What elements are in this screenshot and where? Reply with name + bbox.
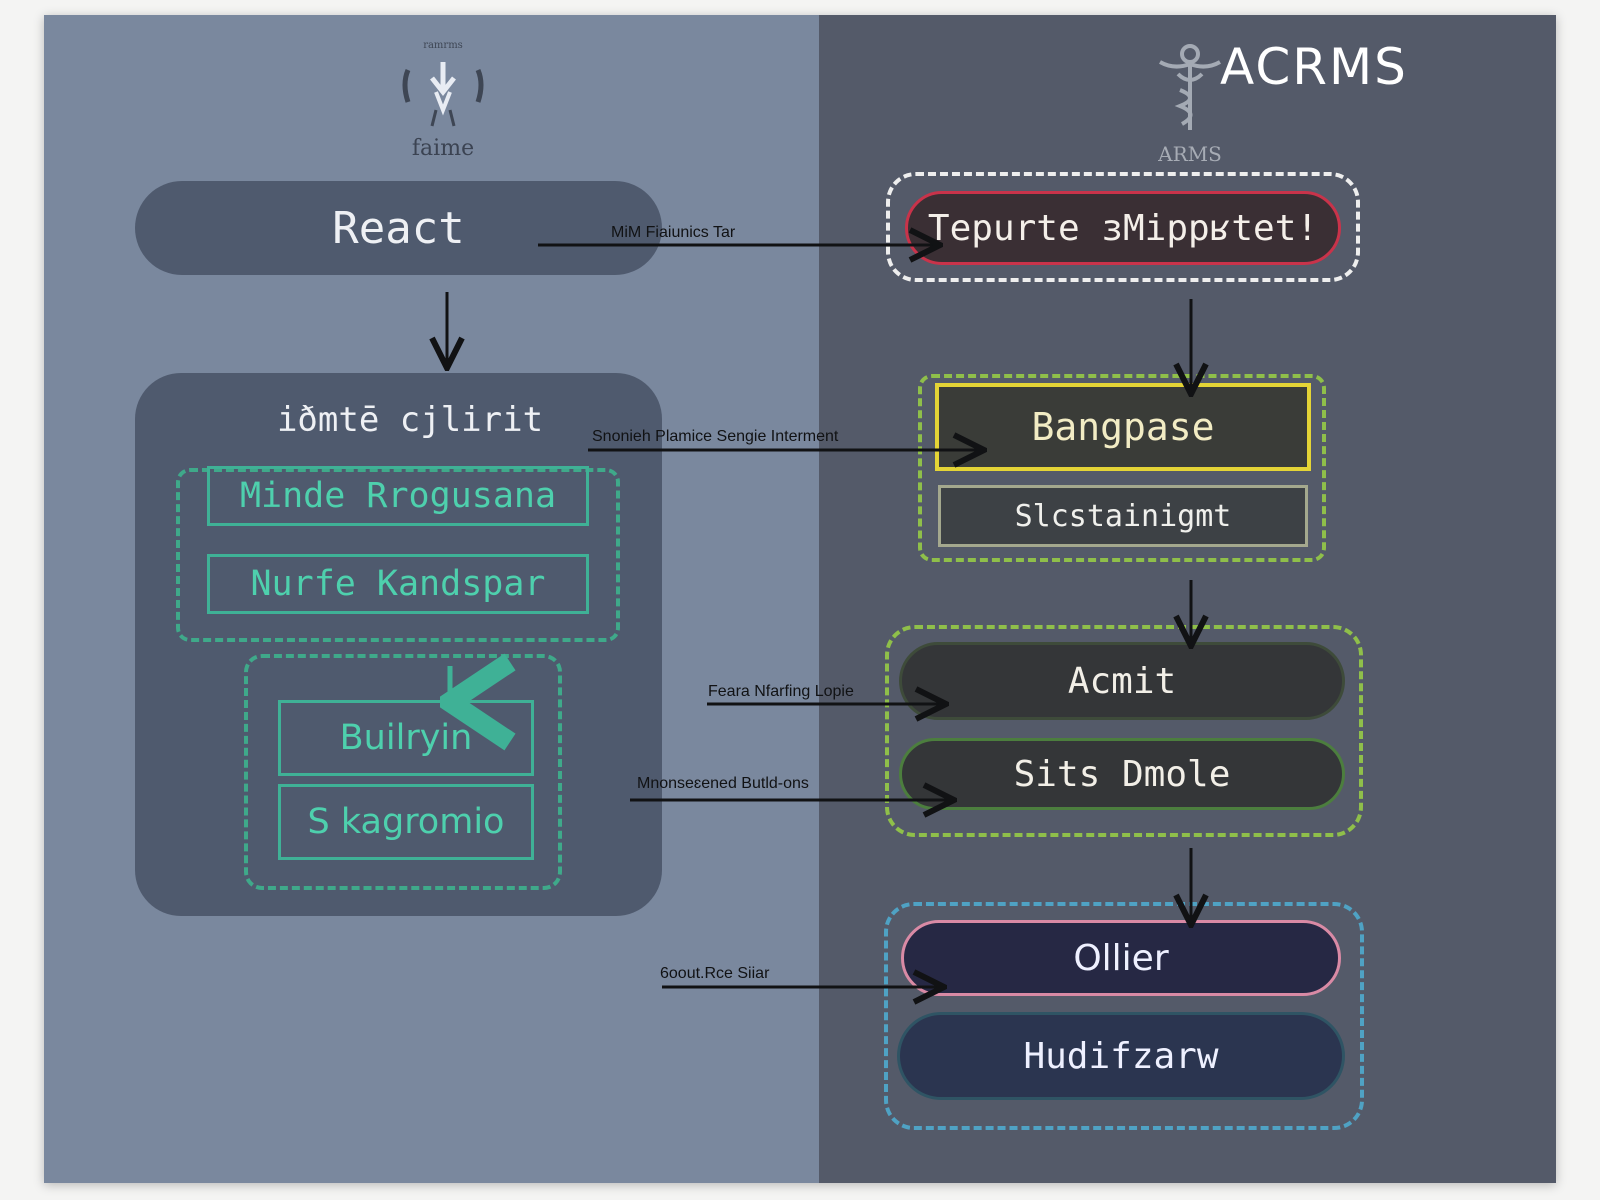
acmit-node[interactable]: Acmit: [899, 642, 1345, 720]
edge-label-5: 6oout.Rce Siiar: [660, 965, 770, 982]
right-logo-caption: ARMS: [1158, 142, 1222, 166]
template-group: [886, 172, 1360, 282]
edge-label-1: MiM Fiaiunics Tar: [611, 224, 736, 241]
brand-title: ACRMS: [1220, 38, 1408, 96]
client-title: iðmtē cjlirit: [276, 400, 544, 440]
template-node[interactable]: Tepurte ɜMippʁtet!: [905, 191, 1341, 265]
module-node-4[interactable]: S kagromio: [278, 784, 534, 860]
services-group: [885, 625, 1363, 837]
module-group-top: [176, 468, 620, 642]
module-node-1[interactable]: Minde Rrogusana: [207, 466, 589, 526]
client-container: [135, 373, 662, 916]
client-node[interactable]: Ollier: [901, 920, 1341, 996]
storage-node[interactable]: Slcstainigmt: [938, 485, 1308, 547]
left-logo: ramrms faime: [398, 40, 488, 165]
caduceus-emblem-icon: [1159, 44, 1221, 130]
database-group: [918, 374, 1326, 562]
sits-node[interactable]: Sits Dmole: [899, 738, 1345, 810]
module-node-2[interactable]: Nurfe Kandspar: [207, 554, 589, 614]
module-node-3[interactable]: Builryin: [278, 700, 534, 776]
client-hardware-group: [884, 902, 1364, 1130]
left-logo-caption: faime: [411, 136, 475, 161]
left-logo-top-text: ramrms: [423, 40, 463, 51]
edge-label-2: Snonieh Plamice Sengie Interment: [592, 428, 839, 445]
database-node[interactable]: Bangpase: [935, 383, 1311, 471]
module-group-bottom: [244, 654, 562, 890]
edge-label-4: Mnonseɛened Butld-ons: [637, 775, 809, 792]
figure-emblem-icon: [402, 62, 484, 127]
hardware-node[interactable]: Hudifzarw: [897, 1012, 1345, 1100]
right-logo: ARMS: [1150, 40, 1230, 166]
react-node[interactable]: React: [135, 181, 662, 275]
edge-label-3: Feara Nfarfing Lopie: [708, 683, 854, 700]
